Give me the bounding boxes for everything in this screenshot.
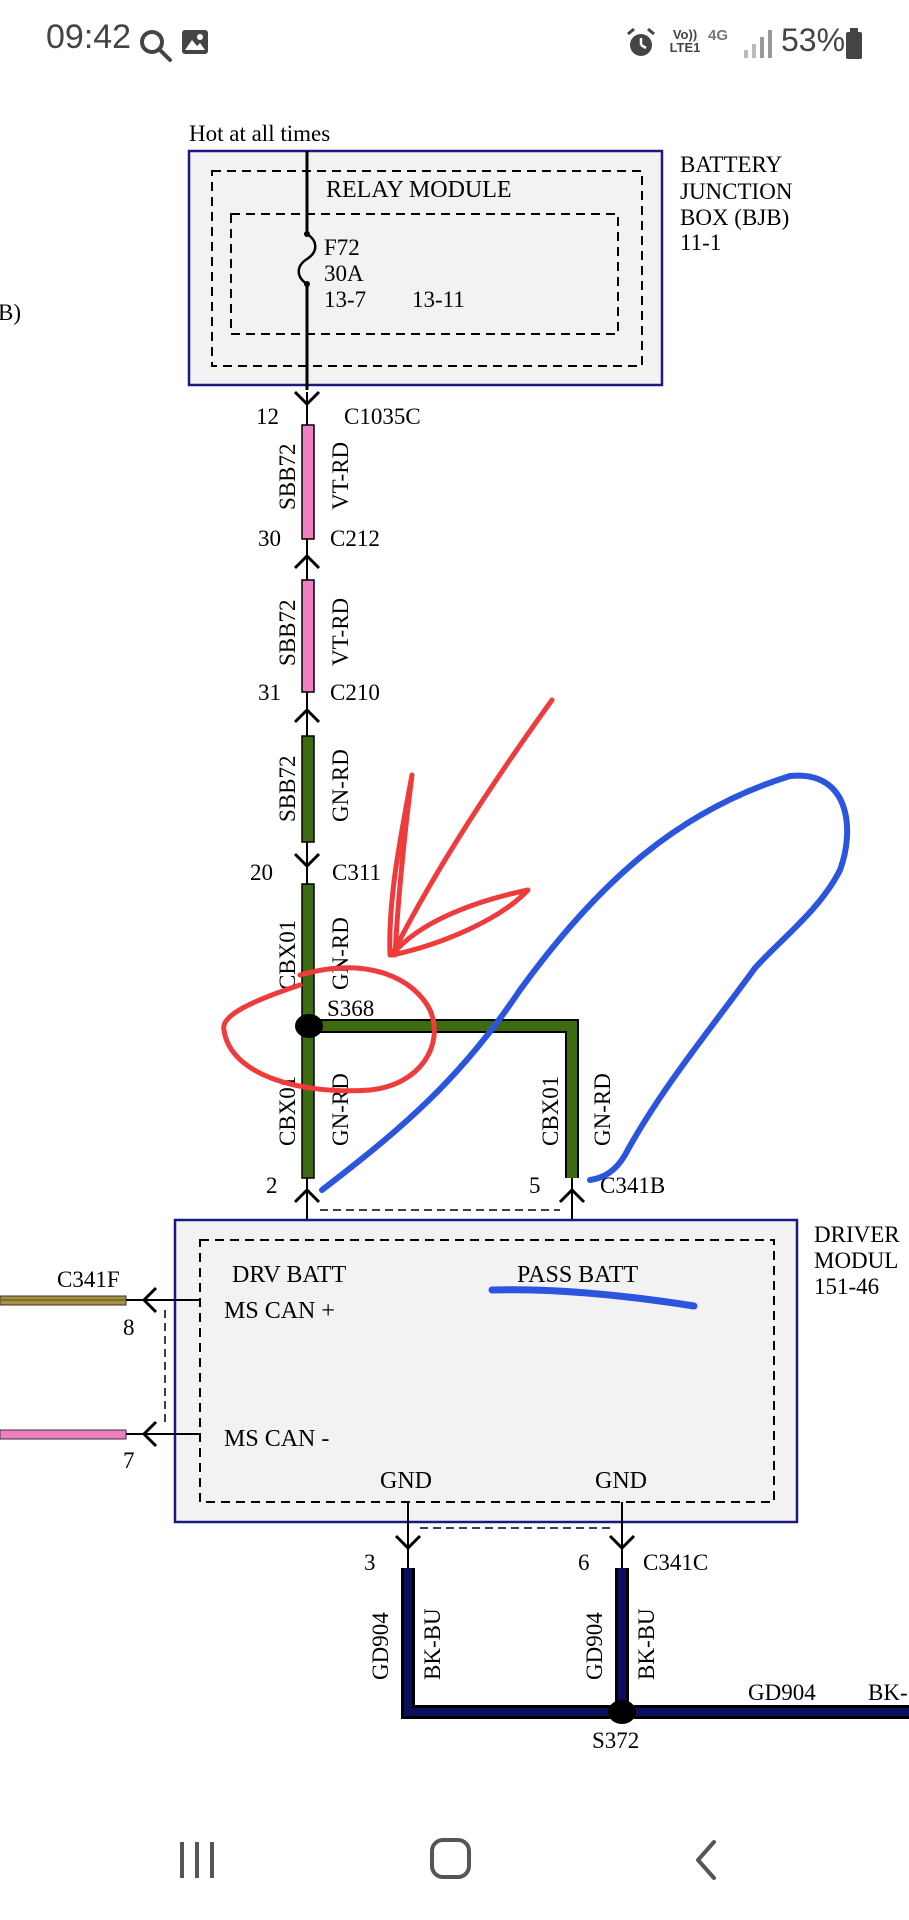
ms-can-minus-label: MS CAN - xyxy=(224,1426,329,1452)
wire-seg1 xyxy=(301,424,315,540)
connector-c210 xyxy=(293,707,321,724)
wiring-diagram: Hot at all times BATTERY JUNCTION BOX (B… xyxy=(0,121,909,1753)
relay-module-label: RELAY MODULE xyxy=(326,177,512,203)
driver-module-label-2: MODUL xyxy=(814,1248,898,1273)
driver-module-inner xyxy=(199,1239,775,1503)
left-cut-label: B) xyxy=(0,300,21,325)
bjb-ref: 11-1 xyxy=(680,230,721,255)
driver-module-box xyxy=(173,1218,799,1524)
status-time: 09:42 xyxy=(46,18,132,56)
connector-c341c-left xyxy=(394,1534,422,1551)
blue-annotation-underline xyxy=(488,1286,698,1310)
splice-s368 xyxy=(295,1014,323,1038)
bjb-label-1: BATTERY xyxy=(680,152,783,177)
c341b-name: C341B xyxy=(600,1173,665,1198)
relay-module-box xyxy=(211,170,643,367)
bjb-label-3: BOX (BJB) xyxy=(680,205,789,230)
c311-name: C311 xyxy=(332,860,381,885)
fuse-ref-2: 13-11 xyxy=(412,287,465,312)
bjb-label-2: JUNCTION xyxy=(680,179,793,204)
wire-seg5 xyxy=(301,1025,315,1179)
battery-icon xyxy=(846,28,862,59)
pass-batt-label: PASS BATT xyxy=(517,1262,639,1288)
seg5-color: GN-RD xyxy=(328,1073,353,1146)
c341c-name: C341C xyxy=(643,1550,708,1575)
home-icon[interactable] xyxy=(428,1836,474,1882)
gallery-icon xyxy=(182,30,208,54)
s372-label: S372 xyxy=(592,1728,639,1753)
c341c-pin-right: 6 xyxy=(578,1550,590,1575)
ms-can-plus-label: MS CAN + xyxy=(224,1298,335,1324)
c341f-name: C341F xyxy=(57,1267,120,1292)
connector-c212 xyxy=(293,553,321,570)
driver-module-label-1: DRIVER xyxy=(814,1222,900,1247)
connector-c341b-right xyxy=(558,1187,586,1204)
red-annotation-arrow-wing xyxy=(389,887,531,958)
gnd-right-color: BK-BU xyxy=(634,1608,659,1680)
gnd-right-label: GND xyxy=(595,1468,647,1494)
drv-batt-label: DRV BATT xyxy=(232,1262,347,1288)
c212-pin: 30 xyxy=(258,526,281,551)
wire-branch xyxy=(310,1021,577,1178)
c341f-pin-top: 8 xyxy=(123,1315,135,1340)
gnd-right-circuit: GD904 xyxy=(582,1612,607,1680)
c341c-pin-left: 3 xyxy=(364,1550,376,1575)
seg3-color: GN-RD xyxy=(328,749,353,822)
red-annotation-arrow-line xyxy=(389,697,555,958)
seg2-color: VT-RD xyxy=(328,598,353,666)
splice-s372 xyxy=(608,1700,636,1724)
fuse-name: F72 xyxy=(324,235,360,260)
wire-seg4 xyxy=(301,883,315,1027)
seg6-color: GN-RD xyxy=(590,1073,615,1146)
red-annotation-arrow-stem xyxy=(387,772,415,958)
blue-annotation-loop xyxy=(319,772,851,1193)
hot-label: Hot at all times xyxy=(189,121,330,146)
back-icon[interactable] xyxy=(690,1838,724,1882)
fuse-rating: 30A xyxy=(324,261,364,286)
connector-c341c-right xyxy=(608,1534,636,1551)
c210-pin: 31 xyxy=(258,680,281,705)
wire-seg3 xyxy=(301,735,315,843)
wire-seg2 xyxy=(301,579,315,693)
seg4-color: GN-RD xyxy=(328,917,353,990)
seg6-circuit: CBX01 xyxy=(538,1076,563,1146)
gnd-left-color: BK-BU xyxy=(420,1608,445,1680)
s368-label: S368 xyxy=(327,996,374,1021)
bjb-box xyxy=(187,149,664,387)
gnd-left-label: GND xyxy=(380,1468,432,1494)
fuse-ref-1: 13-7 xyxy=(324,287,366,312)
c341b-pin-right: 5 xyxy=(529,1173,541,1198)
seg1-color: VT-RD xyxy=(328,442,353,510)
search-icon xyxy=(140,30,172,62)
seg1-circuit: SBB72 xyxy=(275,444,300,510)
gnd-left-circuit: GD904 xyxy=(368,1612,393,1680)
c1035c-pin: 12 xyxy=(256,404,279,429)
alarm-icon xyxy=(627,27,655,56)
seg3-circuit: SBB72 xyxy=(275,756,300,822)
c341f-pin-bottom: 7 xyxy=(123,1448,135,1473)
wire-ground-main xyxy=(404,1568,909,1716)
nav-bar xyxy=(0,1800,909,1920)
c212-name: C212 xyxy=(330,526,380,551)
gnd-horizontal-color: BK- xyxy=(868,1680,908,1705)
battery-percent: 53% xyxy=(781,22,846,58)
status-bar: 09:42 Vo)) LTE1 4G 53% xyxy=(0,0,909,88)
signal-icon xyxy=(744,30,772,58)
c1035c-name: C1035C xyxy=(344,404,421,429)
gnd-horizontal-circuit: GD904 xyxy=(748,1680,816,1705)
network-label: Vo)) LTE1 xyxy=(669,27,701,55)
connector-c341b-left xyxy=(293,1187,321,1204)
seg2-circuit: SBB72 xyxy=(275,600,300,666)
c311-pin: 20 xyxy=(250,860,273,885)
network-type: 4G xyxy=(708,27,729,44)
red-annotation-circle xyxy=(221,965,437,1094)
fuse-box xyxy=(230,213,619,335)
recent-apps-icon[interactable] xyxy=(176,1838,220,1882)
driver-module-ref: 151-46 xyxy=(814,1274,879,1299)
fuse-symbol xyxy=(297,232,317,286)
c210-name: C210 xyxy=(330,680,380,705)
seg4-circuit: CBX01 xyxy=(275,920,300,990)
c341b-pin-left: 2 xyxy=(266,1173,278,1198)
wire-ms-can-minus xyxy=(0,1429,127,1440)
